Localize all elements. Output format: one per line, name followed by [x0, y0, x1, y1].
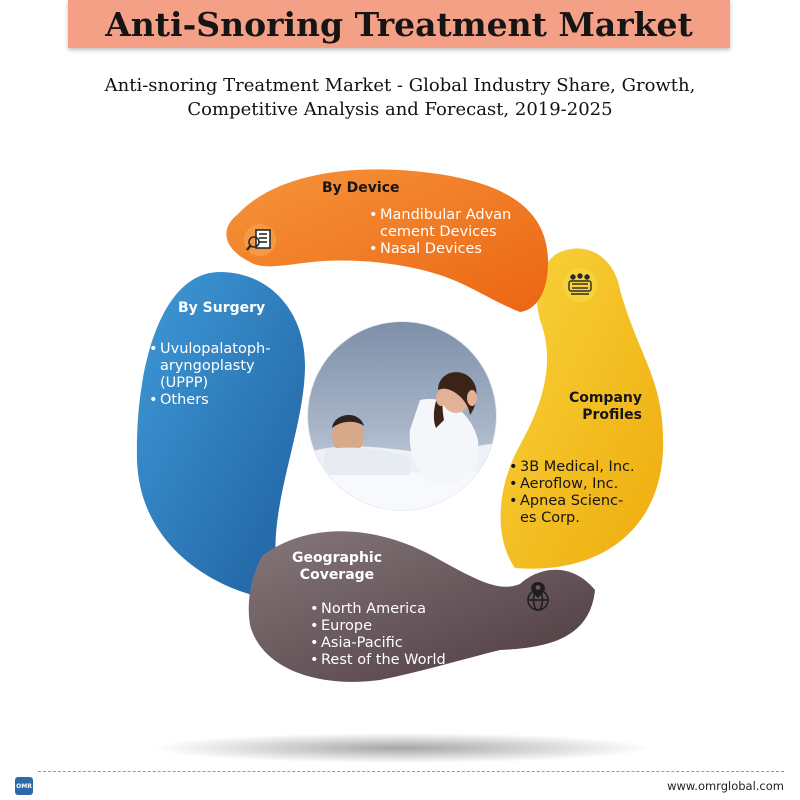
list-item-continued: cement Devices	[380, 224, 497, 240]
list-item-continued: aryngoplasty	[160, 358, 255, 374]
report-magnifier-icon	[244, 224, 276, 256]
segment-company-title-line-1: Company	[568, 390, 642, 406]
list-item-continued: es Corp.	[520, 510, 580, 526]
segment-geographic-title: Geographic Coverage	[283, 550, 391, 584]
title-banner: Anti-Snoring Treatment Market	[68, 0, 730, 48]
list-item-continued: (UPPP)	[160, 375, 209, 391]
globe-pin-icon	[527, 582, 549, 611]
segment-device-list: Mandibular Advan cement Devices Nasal De…	[368, 207, 511, 258]
list-item: Others	[148, 392, 270, 409]
list-item: Nasal Devices	[368, 241, 511, 258]
subtitle-line-1: Anti-snoring Treatment Market - Global I…	[104, 75, 696, 96]
list-item: Aeroflow, Inc.	[508, 476, 635, 493]
segment-surgery-title: By Surgery	[178, 300, 266, 316]
omr-logo: OMR	[15, 777, 33, 795]
subtitle: Anti-snoring Treatment Market - Global I…	[20, 74, 780, 122]
segment-company-list: 3B Medical, Inc. Aeroflow, Inc. Apnea Sc…	[508, 459, 635, 527]
ground-shadow	[152, 733, 652, 763]
segment-device-title: By Device	[322, 180, 400, 196]
segment-geographic-title-line-2: Coverage	[299, 567, 375, 583]
list-item: Apnea Scienc-	[508, 493, 635, 510]
snoring-couple-photo	[303, 317, 501, 515]
page-title: Anti-Snoring Treatment Market	[105, 4, 693, 44]
segment-surgery-list: Uvulopalatoph- aryngoplasty (UPPP) Other…	[148, 341, 270, 409]
segment-company-title-line-2: Profiles	[582, 407, 642, 423]
list-item: Uvulopalatoph-	[148, 341, 270, 358]
list-item: North America	[309, 601, 446, 618]
footer-divider	[38, 771, 784, 772]
segment-geographic-title-line-1: Geographic	[291, 550, 383, 566]
list-item: Asia-Pacific	[309, 635, 446, 652]
list-item: Rest of the World	[309, 652, 446, 669]
list-item: 3B Medical, Inc.	[508, 459, 635, 476]
footer-url[interactable]: www.omrglobal.com	[667, 779, 784, 793]
list-item: Europe	[309, 618, 446, 635]
subtitle-line-2: Competitive Analysis and Forecast, 2019-…	[187, 99, 613, 120]
list-item: Mandibular Advan	[368, 207, 511, 224]
segment-geographic-list: North America Europe Asia-Pacific Rest o…	[309, 601, 446, 669]
segment-company-title: Company Profiles	[560, 390, 642, 424]
meeting-table-icon	[563, 268, 597, 302]
